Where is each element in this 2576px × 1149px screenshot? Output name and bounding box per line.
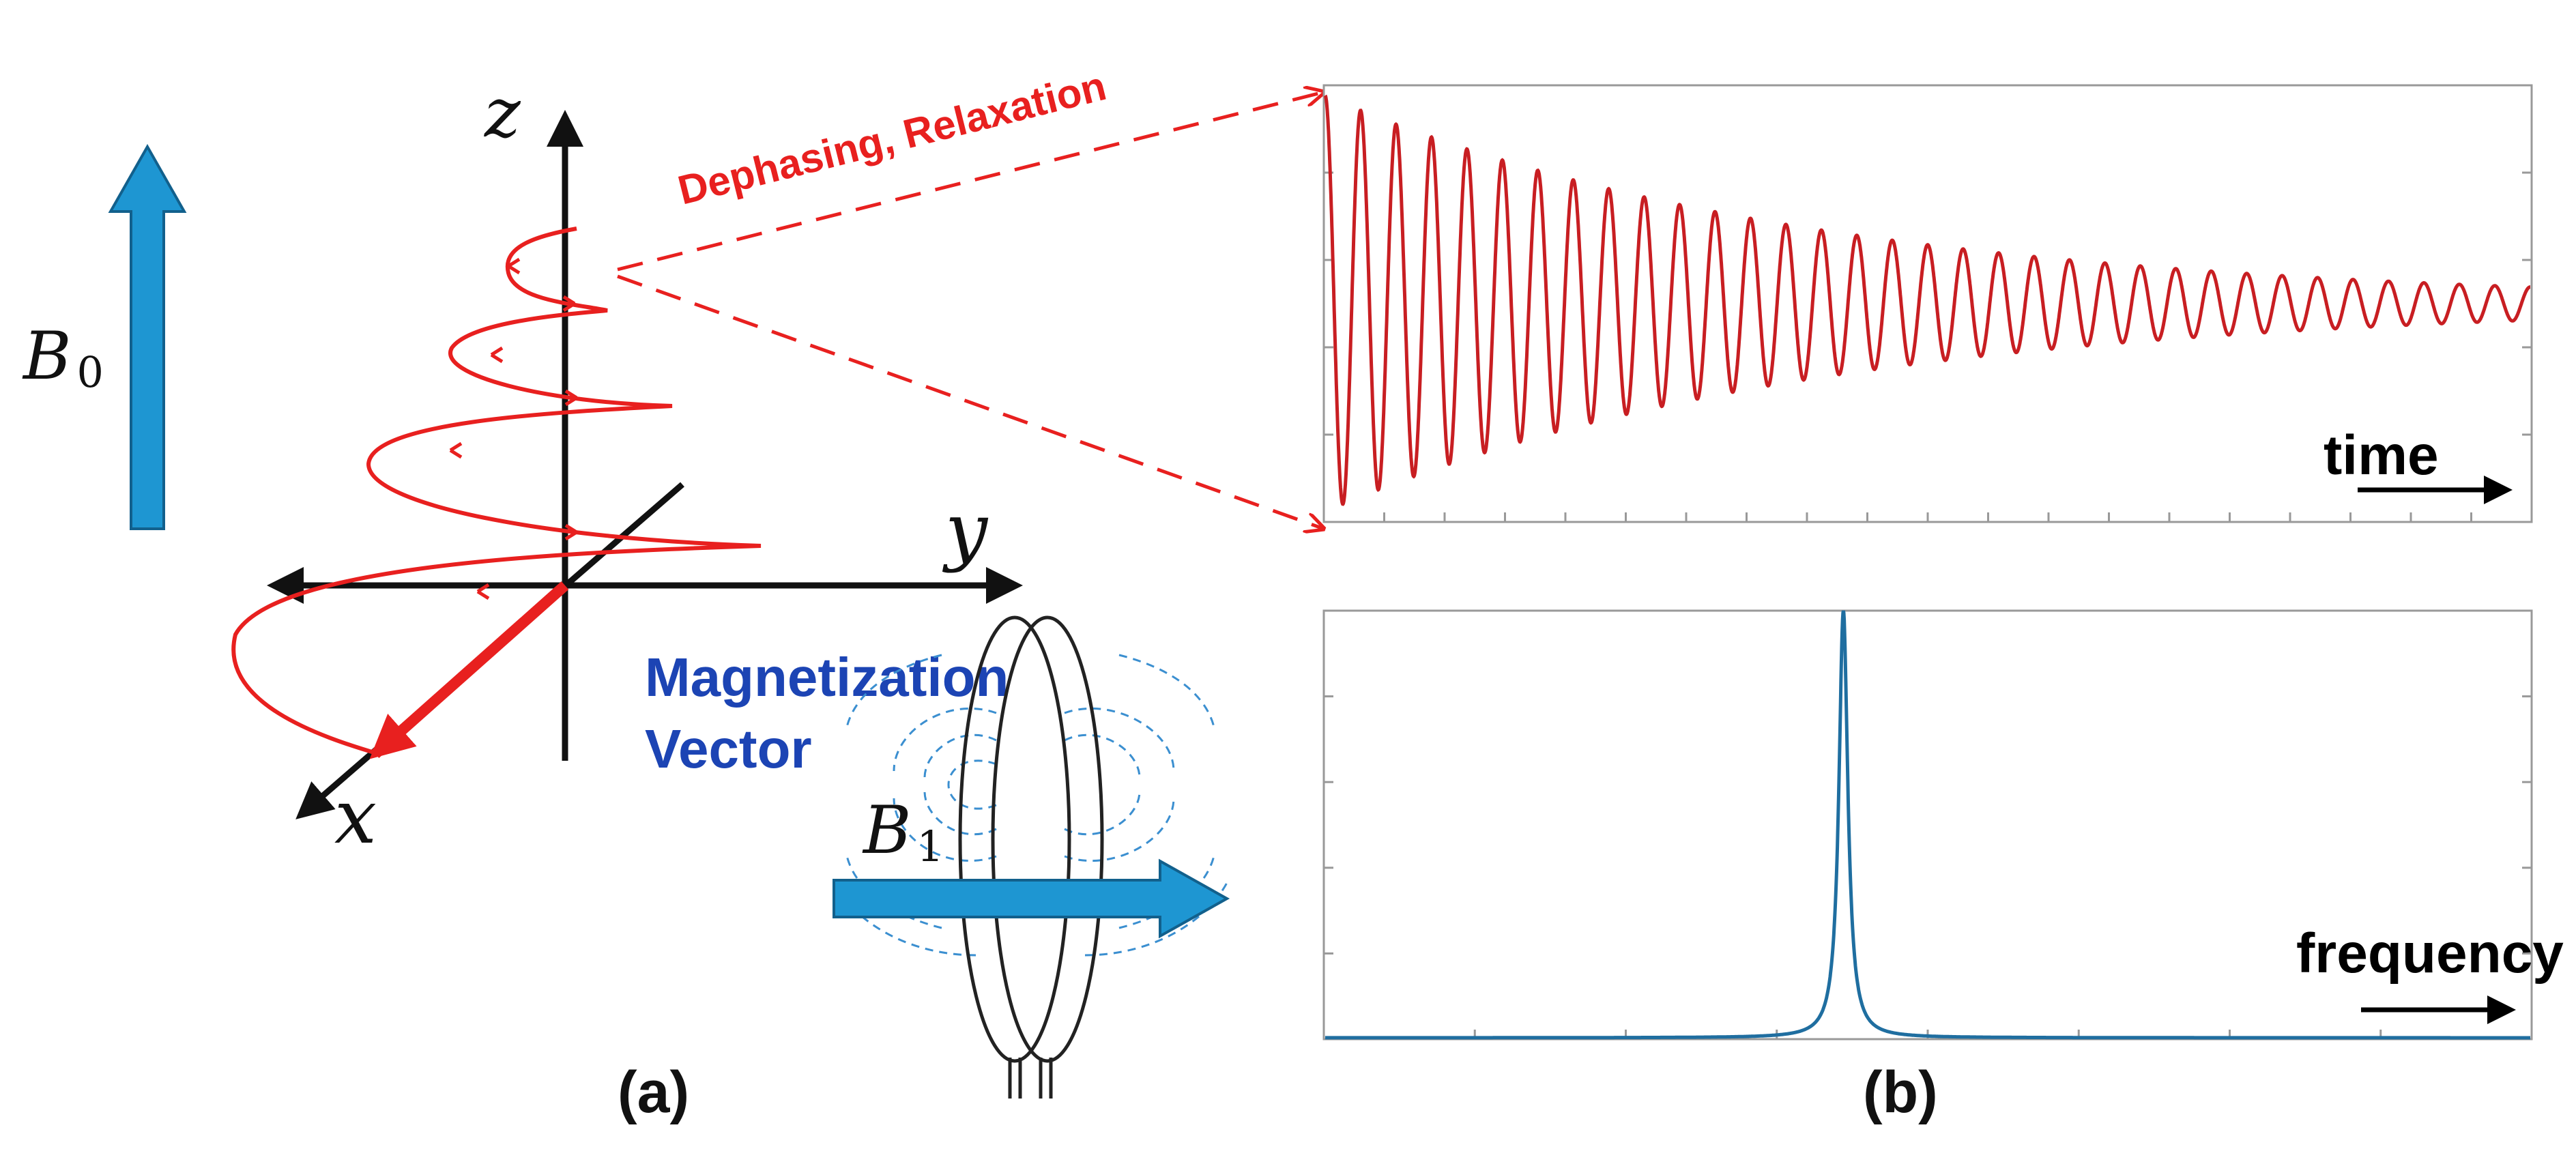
b0-field-arrow [108, 143, 187, 530]
precession-spiral [231, 227, 762, 756]
axis-y-label: y [942, 486, 989, 574]
panel-b: time frequency (b) [1322, 84, 2564, 1125]
spectrum-peak-line [1325, 610, 2530, 1040]
magnetization-label-line2: Vector [645, 718, 812, 779]
fid-signal-line [1323, 94, 2531, 506]
magnetization-vector-arrow [369, 581, 569, 759]
fid-chart-frame [1322, 84, 2533, 523]
b1-field-arrow [833, 858, 1230, 939]
dephasing-label: Dephasing, Relaxation [674, 63, 1111, 214]
zoom-lines [617, 92, 1324, 529]
axis-x-label: x [334, 773, 377, 860]
magnetization-label-line1: Magnetization [645, 647, 1009, 708]
coordinate-axes [267, 110, 1023, 819]
caption-b: (b) [1863, 1060, 1938, 1125]
spectrum-chart: frequency [1322, 609, 2564, 1041]
precession-direction-markers [449, 257, 578, 600]
axis-z-label: z [484, 73, 521, 153]
frequency-label: frequency [2296, 922, 2564, 985]
rf-coil [831, 615, 1230, 1099]
fid-ticks [1324, 171, 2532, 522]
time-label: time [2324, 424, 2439, 486]
fid-chart: time [1322, 84, 2533, 523]
caption-a: (a) [618, 1060, 689, 1125]
spectrum-chart-frame [1322, 609, 2533, 1041]
